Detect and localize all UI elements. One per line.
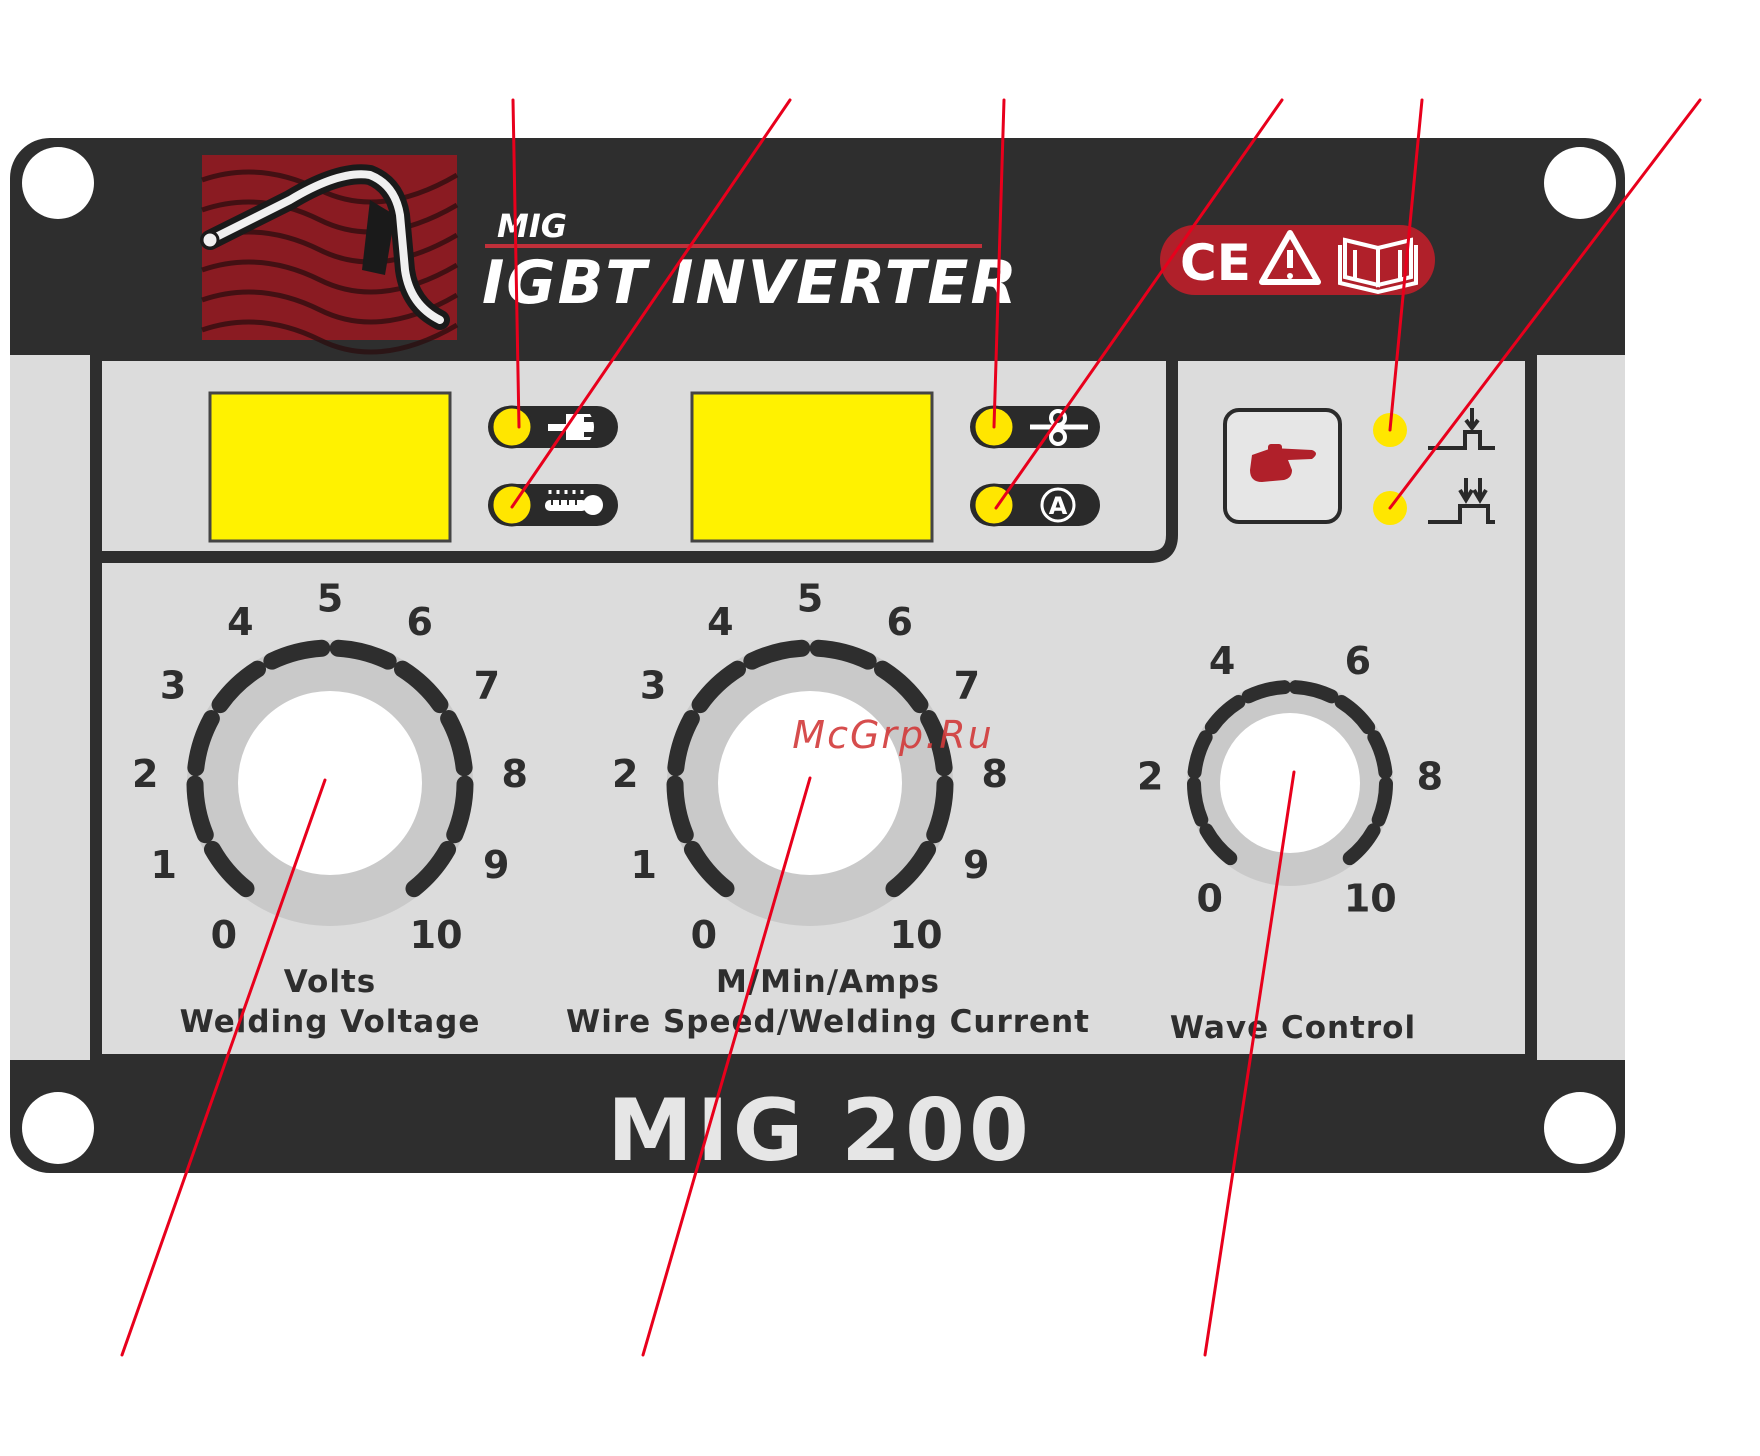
voltage-label-title: Welding Voltage	[180, 1004, 481, 1040]
indicator-overheat	[488, 484, 618, 526]
mount-hole-top-right	[1544, 147, 1616, 219]
wire-tick-label: 5	[797, 577, 823, 621]
voltage-tick-label: 10	[410, 913, 463, 957]
wave-label-title: Wave Control	[1170, 1010, 1416, 1046]
voltage-knob[interactable]	[238, 691, 422, 875]
wave-ring-segment	[1379, 784, 1386, 820]
svg-text:A: A	[1049, 492, 1068, 520]
wire-tick-label: 6	[886, 600, 912, 644]
wave-tick-label: 0	[1196, 876, 1222, 920]
wire-tick-label: 0	[691, 913, 717, 957]
voltage-tick-label: 1	[150, 843, 176, 887]
voltage-tick-label: 4	[227, 600, 253, 644]
voltage-tick-label: 0	[211, 913, 237, 957]
wave-ring-segment	[1194, 784, 1201, 820]
voltage-ring-segment	[455, 784, 465, 835]
indicator-amperage: A	[970, 484, 1100, 526]
mount-hole-top-left	[22, 147, 94, 219]
wave-tick-label: 8	[1417, 754, 1443, 798]
current-display	[692, 393, 932, 541]
wire-tick-label: 4	[707, 600, 733, 644]
indicator-wire-feed	[970, 406, 1100, 448]
voltage-tick-label: 2	[132, 752, 158, 796]
wave-tick-label: 2	[1137, 754, 1163, 798]
wire-tick-label: 9	[963, 843, 989, 887]
wave-tick-label: 10	[1344, 876, 1397, 920]
certification-badge: CE	[1160, 225, 1435, 295]
wire-tick-label: 1	[630, 843, 656, 887]
wire-ring-segment	[935, 784, 945, 835]
wire-label-title: Wire Speed/Welding Current	[566, 1004, 1090, 1040]
mode-select-button[interactable]	[1225, 410, 1340, 522]
wire-tick-label: 2	[612, 752, 638, 796]
model-name: MIG 200	[607, 1081, 1033, 1181]
indicator-power	[488, 406, 618, 448]
wire-tick-label: 10	[890, 913, 943, 957]
torch-logo	[202, 155, 457, 352]
voltage-ring-segment	[195, 784, 205, 835]
wave-tick-label: 4	[1209, 639, 1235, 683]
wire-tick-label: 8	[982, 752, 1008, 796]
mig-small-label: MIG	[497, 207, 567, 245]
mount-hole-bottom-left	[22, 1092, 94, 1164]
wire-tick-label: 7	[954, 664, 980, 708]
voltage-tick-label: 8	[502, 752, 528, 796]
voltage-label-units: Volts	[284, 964, 377, 1000]
igbt-inverter-title: IGBT INVERTER	[482, 248, 1019, 318]
ce-mark: CE	[1180, 234, 1251, 292]
mount-hole-bottom-right	[1544, 1092, 1616, 1164]
voltage-tick-label: 9	[483, 843, 509, 887]
voltage-tick-label: 7	[474, 664, 500, 708]
wire-ring-segment	[675, 784, 685, 835]
wave-tick-label: 6	[1345, 639, 1371, 683]
voltage-tick-label: 5	[317, 577, 343, 621]
voltage-tick-label: 3	[160, 664, 186, 708]
voltage-tick-label: 6	[406, 600, 432, 644]
wave-control-knob[interactable]	[1220, 713, 1360, 853]
voltage-display	[210, 393, 450, 541]
watermark: McGrp.Ru	[792, 713, 993, 757]
wire-tick-label: 3	[640, 664, 666, 708]
